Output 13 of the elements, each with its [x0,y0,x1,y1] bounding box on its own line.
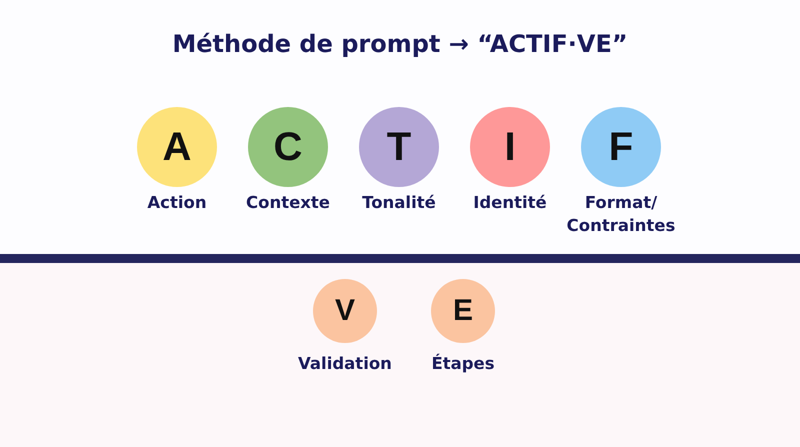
letter-circle: A [137,107,217,187]
circle-caption: Identité [473,192,547,214]
circle-caption: Étapes [431,352,495,375]
letter-circle: C [248,107,328,187]
circle-caption: Contexte [246,192,330,214]
letter-circle: I [470,107,550,187]
letter-circle: F [581,107,661,187]
letter-circle: T [359,107,439,187]
circle-caption: Validation [298,353,392,375]
circle-caption: Action [147,192,207,214]
circle-caption: Format/ Contraintes [566,192,676,237]
circle-caption: Tonalité [362,192,436,214]
title: Méthode de prompt → “ACTIF·VE” [172,30,628,58]
